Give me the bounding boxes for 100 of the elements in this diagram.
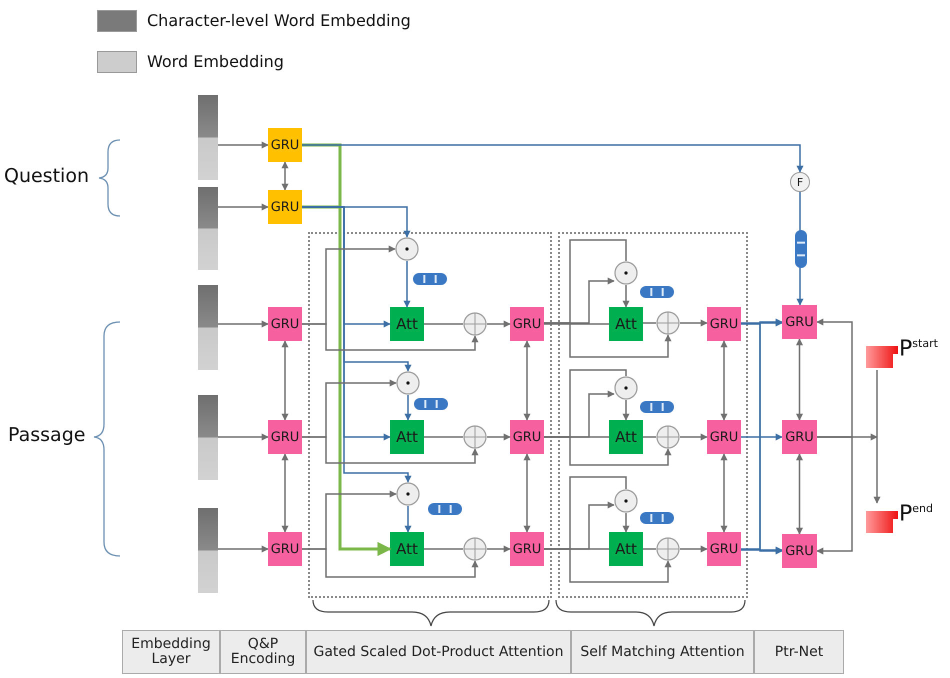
layer-label: Self Matching Attention (571, 630, 754, 674)
arrow (282, 453, 288, 533)
arrow (302, 144, 804, 173)
arrow (720, 340, 728, 421)
arrow (524, 340, 530, 421)
embedding-bar (198, 508, 218, 593)
connector-line (424, 548, 463, 550)
arrow (524, 453, 530, 533)
arrow (404, 506, 412, 533)
sum-node (463, 425, 487, 449)
arrow (404, 261, 410, 308)
arrow (622, 400, 630, 421)
arrow (544, 548, 672, 583)
arrow (544, 436, 672, 466)
arrow (404, 395, 412, 421)
arrow (302, 436, 478, 464)
gru-box: GRU (510, 532, 544, 566)
arrow (741, 320, 783, 326)
attention-box: Att (390, 307, 424, 341)
arrow (680, 434, 708, 440)
embedding-bar (198, 395, 218, 480)
gru-box: GRU (268, 190, 302, 224)
arrow (302, 206, 391, 440)
gru-box: GRU (782, 420, 817, 454)
gru-box: GRU (510, 420, 544, 454)
side-label: Passage (8, 424, 86, 446)
arrow (544, 322, 672, 358)
dot-product-node (396, 482, 420, 506)
arrow (796, 338, 803, 421)
dot-product-node (396, 371, 420, 395)
dotted-frame (558, 232, 748, 598)
gru-box: GRU (707, 307, 741, 341)
arrow (622, 285, 630, 308)
dot-product-node (614, 261, 638, 285)
layer-label: Ptr-Net (754, 630, 844, 674)
sum-node (656, 425, 680, 449)
arrow (816, 318, 853, 438)
connector-line (643, 548, 656, 550)
arrow (487, 434, 511, 440)
sum-node (463, 312, 487, 336)
embedding-bar (198, 285, 218, 370)
arrow (487, 546, 511, 552)
arrow (487, 320, 511, 328)
gru-box: GRU (707, 420, 741, 454)
embedding-bar (198, 187, 218, 270)
arrow (680, 320, 708, 326)
gru-box: GRU (782, 305, 817, 339)
side-label: Question (4, 165, 89, 187)
gru-box: GRU (268, 420, 302, 454)
layer-label: Q&P Encoding (220, 630, 306, 674)
dot-product-node (614, 489, 638, 513)
gate-node: F (790, 172, 810, 192)
dotted-frame (308, 232, 552, 598)
arrow (817, 434, 878, 440)
attention-box: Att (390, 532, 424, 566)
gru-box: GRU (782, 534, 817, 568)
layer-label: Embedding Layer (122, 630, 220, 674)
gru-box: GRU (268, 532, 302, 566)
arrow (218, 546, 269, 552)
arrow (218, 142, 269, 148)
arrow (741, 434, 783, 440)
arrow (741, 546, 783, 554)
attention-box: Att (609, 420, 643, 454)
gru-box: GRU (510, 307, 544, 341)
gru-box: GRU (707, 532, 741, 566)
connector-line (424, 436, 463, 438)
attention-box: Att (609, 532, 643, 566)
output-label: P$^{start}$ (899, 338, 938, 360)
arrow (302, 323, 478, 351)
arrow (282, 161, 288, 191)
sum-node (656, 537, 680, 561)
dot-product-node (395, 237, 419, 261)
arrow (720, 453, 728, 533)
arrow (622, 513, 630, 533)
connector-line (544, 323, 609, 325)
connector-line (643, 436, 656, 438)
gru-box: GRU (268, 128, 302, 162)
output-label: P$^{end}$ (899, 503, 934, 526)
layer-label: Gated Scaled Dot-Product Attention (306, 630, 571, 674)
arrow (302, 548, 478, 578)
arrow (218, 204, 269, 210)
arrow (796, 453, 803, 535)
legend-label: Character-level Word Embedding (147, 11, 411, 30)
sum-node (463, 537, 487, 561)
dot-product-node (614, 376, 638, 400)
connector-line (643, 322, 656, 324)
sum-node (656, 311, 680, 335)
embedding-bar (198, 95, 218, 180)
arrow (302, 206, 392, 556)
attention-box: Att (390, 420, 424, 454)
arrow (816, 436, 853, 554)
arrow (680, 546, 708, 552)
arrow (282, 340, 288, 421)
arrow (218, 320, 269, 328)
arrow (874, 370, 880, 504)
attention-box: Att (609, 307, 643, 341)
gru-box: GRU (268, 307, 302, 341)
legend-label: Word Embedding (147, 52, 284, 71)
connector-line (424, 323, 463, 325)
arrow (218, 434, 269, 440)
